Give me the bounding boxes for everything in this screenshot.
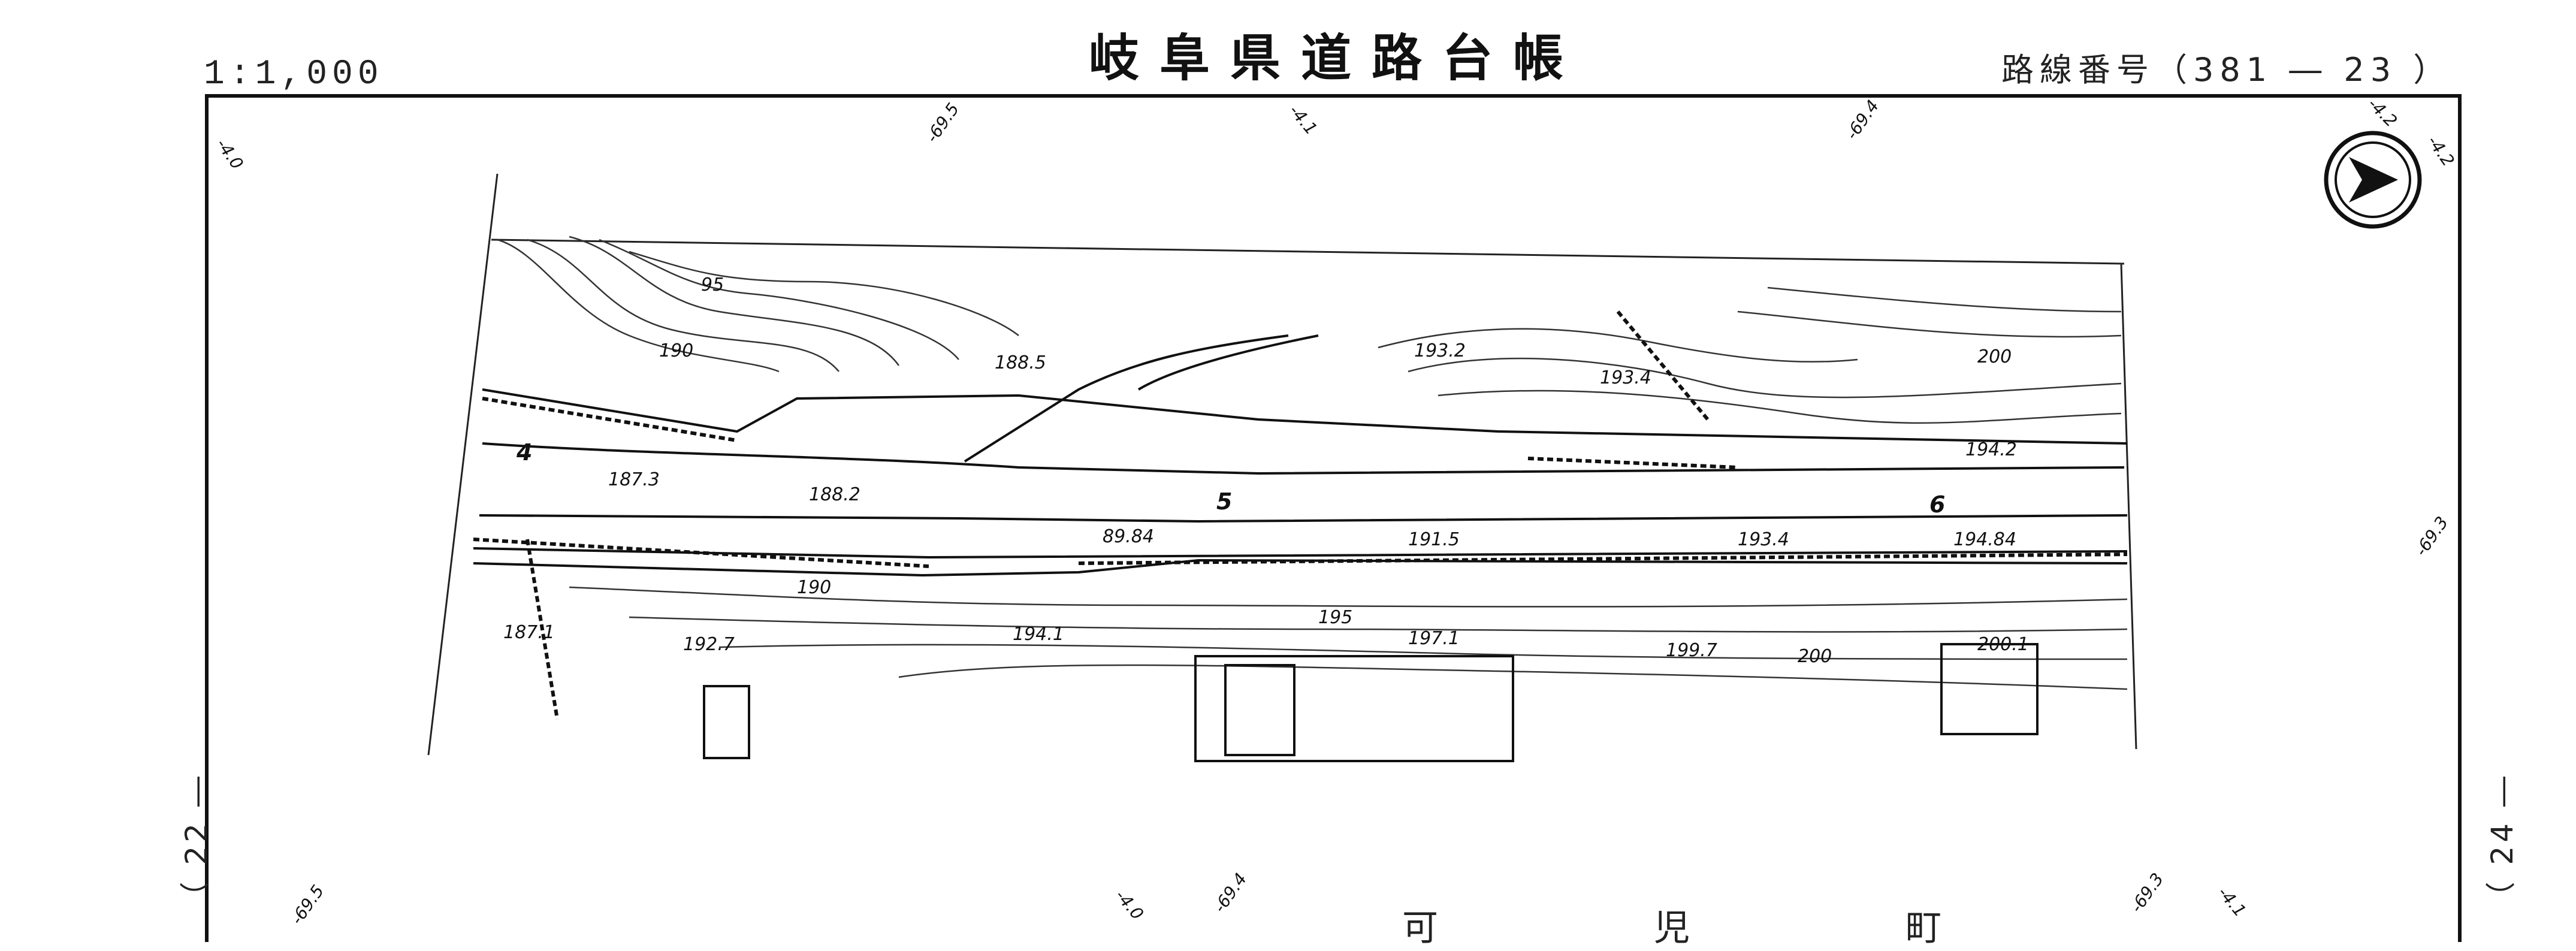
svg-text:200: 200 — [1798, 646, 1832, 667]
elevation-labels: 95 190 188.5 193.2 193.4 200 194.2 187.3… — [503, 274, 2029, 667]
svg-text:200: 200 — [1977, 346, 2012, 367]
svg-text:194.84: 194.84 — [1953, 529, 2016, 550]
grid-tick-labels: -4.0 -69.5 -4.1 -69.4 -4.2 -4.2 -69.3 -6… — [212, 94, 2458, 928]
page-title: 岐阜県道路台帳 — [1088, 28, 1584, 87]
scale-label: 1:1,000 — [204, 55, 383, 94]
survey-boundary — [427, 173, 2137, 756]
svg-text:191.5: 191.5 — [1408, 529, 1460, 550]
svg-text:200.1: 200.1 — [1977, 634, 2029, 655]
svg-text:-4.1: -4.1 — [2214, 883, 2250, 920]
adjacent-sheet-left: （ 22 ― — [179, 773, 214, 912]
svg-text:-69.3: -69.3 — [2411, 513, 2453, 560]
adjacent-sheet-right: （ 24 ― — [2485, 773, 2520, 912]
svg-text:89.84: 89.84 — [1103, 526, 1154, 547]
svg-text:-4.2: -4.2 — [2364, 94, 2401, 131]
svg-text:190: 190 — [797, 577, 831, 598]
retaining-walls — [473, 310, 2128, 720]
svg-text:193.2: 193.2 — [1414, 340, 1466, 361]
place-name-char: 町 — [1905, 907, 1941, 949]
svg-text:195: 195 — [1318, 607, 1352, 628]
svg-text:-4.1: -4.1 — [1285, 101, 1321, 138]
svg-text:-69.3: -69.3 — [2127, 870, 2168, 916]
station-labels: 4 5 6 — [516, 439, 1945, 518]
svg-text:199.7: 199.7 — [1666, 640, 1717, 661]
svg-text:193.4: 193.4 — [1600, 367, 1651, 388]
svg-text:-4.0: -4.0 — [212, 135, 247, 173]
svg-text:-69.5: -69.5 — [922, 99, 964, 146]
upper-contours — [497, 236, 2122, 424]
svg-text:193.4: 193.4 — [1738, 529, 1789, 550]
svg-text:188.2: 188.2 — [809, 484, 860, 505]
svg-text:95: 95 — [701, 274, 724, 295]
svg-text:187.1: 187.1 — [503, 622, 555, 643]
svg-text:-69.5: -69.5 — [287, 881, 328, 928]
place-name: 可 児 町 — [1402, 899, 1941, 951]
svg-text:190: 190 — [659, 340, 693, 361]
svg-text:187.3: 187.3 — [608, 469, 660, 490]
svg-text:-4.0: -4.0 — [1112, 886, 1147, 923]
map-frame — [205, 94, 2462, 942]
svg-text:192.7: 192.7 — [683, 634, 735, 655]
svg-text:-4.2: -4.2 — [2423, 132, 2458, 170]
svg-text:6: 6 — [1929, 491, 1945, 518]
svg-text:-69.4: -69.4 — [1210, 870, 1251, 916]
place-name-char: 児 — [1654, 907, 1690, 949]
svg-text:194.1: 194.1 — [1013, 624, 1064, 645]
place-name-char: 可 — [1402, 907, 1438, 949]
svg-text:194.2: 194.2 — [1965, 439, 2017, 460]
svg-text:-69.4: -69.4 — [1842, 96, 1883, 143]
svg-text:188.5: 188.5 — [995, 352, 1046, 373]
lower-contours — [569, 586, 2128, 690]
buildings — [703, 643, 2039, 762]
road-lines — [473, 334, 2128, 577]
north-arrow-icon — [2324, 131, 2422, 229]
route-number-label: 路線番号（381 ― 23 ） — [2001, 51, 2452, 89]
svg-text:197.1: 197.1 — [1408, 628, 1460, 649]
svg-text:5: 5 — [1216, 488, 1232, 515]
svg-text:4: 4 — [516, 439, 532, 466]
